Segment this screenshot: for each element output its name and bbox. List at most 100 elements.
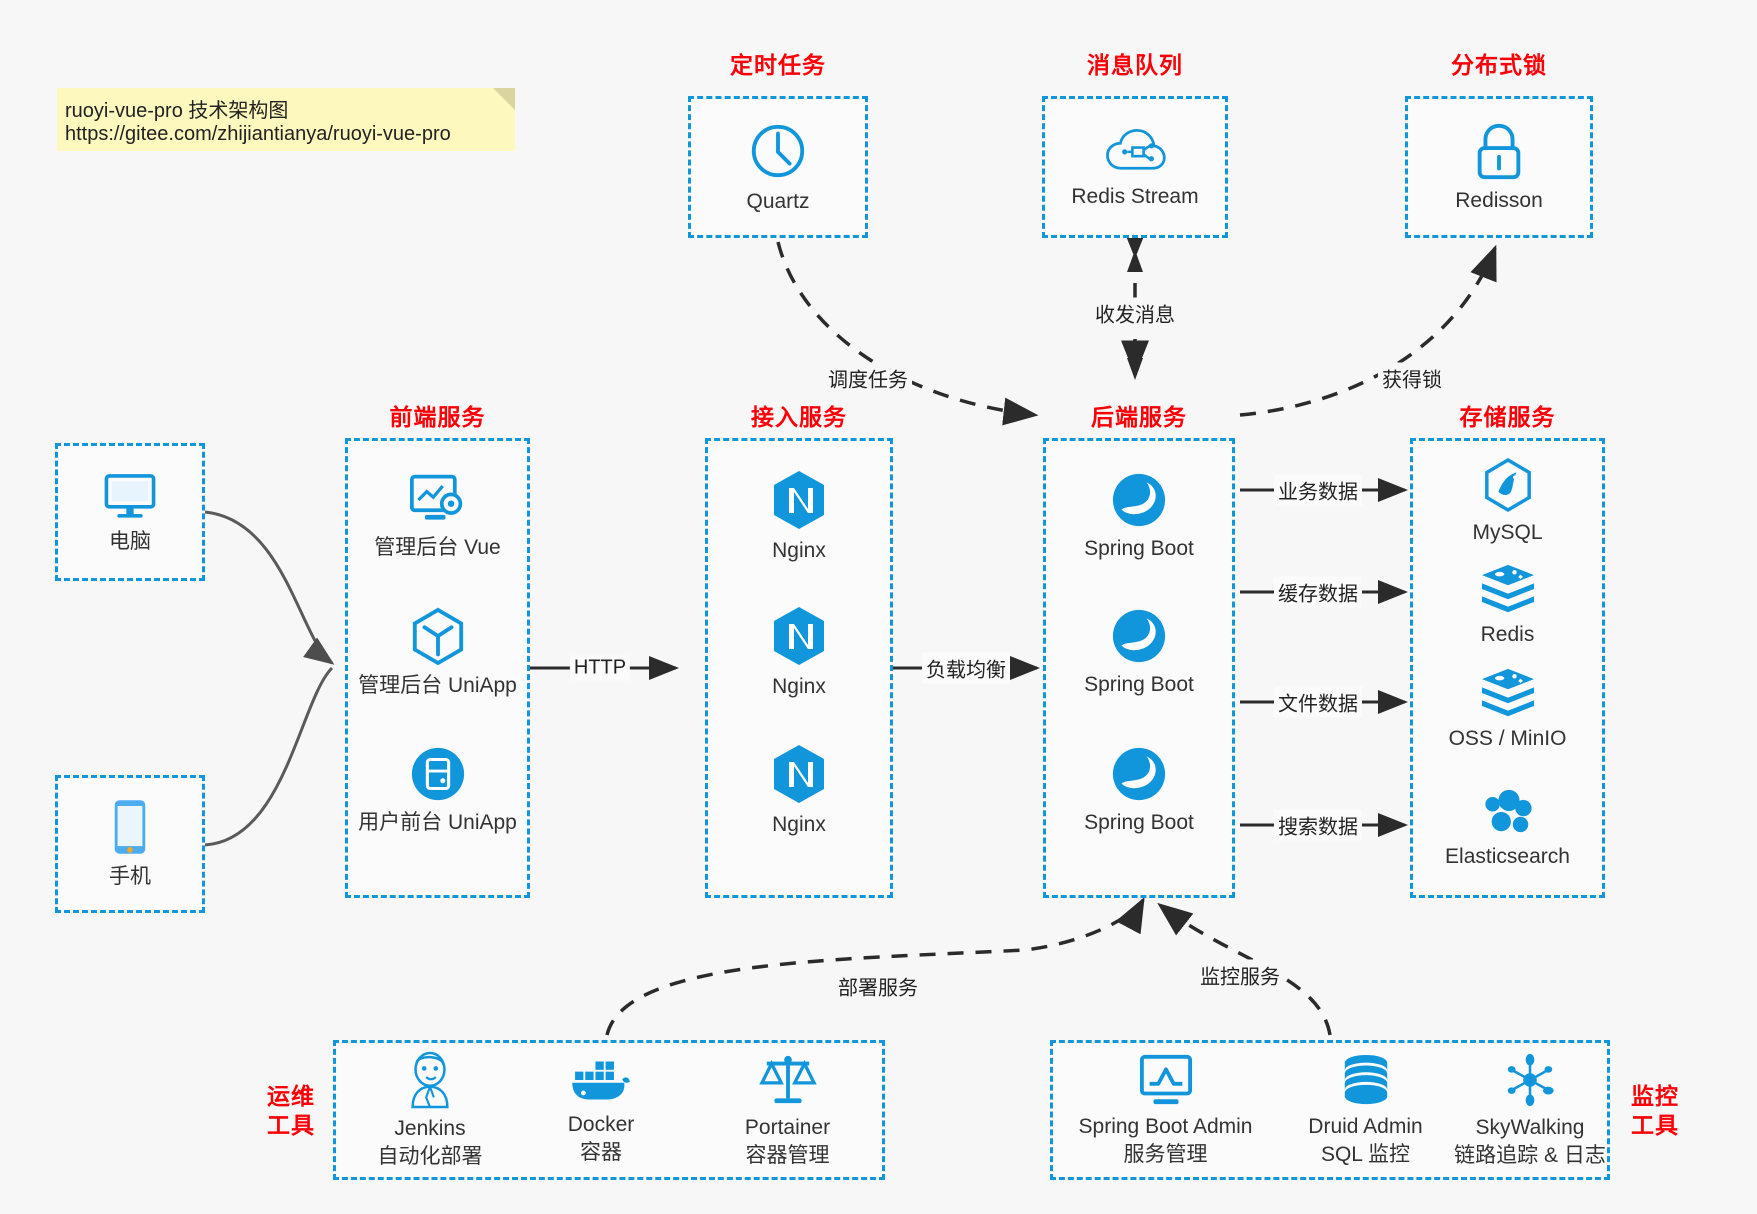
node-phone[interactable]: 手机 <box>55 782 205 906</box>
dashboard-icon <box>409 474 462 520</box>
cloud-stream-icon <box>1106 128 1166 170</box>
group-box-storage <box>1410 438 1605 898</box>
node-label: Redis <box>1480 622 1535 646</box>
node-admin-uniapp[interactable]: 管理后台 UniApp <box>345 598 530 708</box>
node-redisson[interactable]: Redisson <box>1405 104 1593 232</box>
node-spring-boot-admin[interactable]: Spring Boot Admin 服务管理 <box>1058 1050 1273 1172</box>
redis-icon <box>1481 564 1534 613</box>
node-label: Quartz <box>746 189 810 213</box>
node-label: Portainer <box>744 1115 831 1139</box>
edge-label-schedule-task: 调度任务 <box>824 362 912 394</box>
node-label: MySQL <box>1472 520 1543 544</box>
scales-icon <box>758 1055 817 1103</box>
group-title-scheduler: 定时任务 <box>730 52 826 78</box>
node-label: Spring Boot <box>1084 672 1194 696</box>
node-label: Nginx <box>772 538 826 562</box>
node-nginx-2[interactable]: Nginx <box>705 598 893 708</box>
docker-icon <box>572 1061 630 1100</box>
node-portainer[interactable]: Portainer 容器管理 <box>700 1050 875 1172</box>
node-label: Nginx <box>772 812 826 836</box>
node-label: 手机 <box>109 864 151 888</box>
node-sublabel: 容器 <box>580 1141 622 1164</box>
group-title-monitor-line2: 工具 <box>1631 1111 1679 1138</box>
node-label: Redisson <box>1455 188 1543 212</box>
group-title-backend: 后端服务 <box>1091 404 1187 430</box>
node-druid-admin[interactable]: Druid Admin SQL 监控 <box>1278 1050 1453 1172</box>
group-title-lock: 分布式锁 <box>1451 52 1547 78</box>
edge-label-cache-data: 缓存数据 <box>1274 576 1362 608</box>
node-springboot-2[interactable]: Spring Boot <box>1043 598 1235 708</box>
edge-label-business-data: 业务数据 <box>1274 474 1362 506</box>
edge-label-http: HTTP <box>569 655 631 681</box>
spring-icon <box>1112 747 1166 800</box>
node-skywalking[interactable]: SkyWalking 链路追踪 & 日志 <box>1440 1050 1620 1172</box>
node-redis[interactable]: Redis <box>1410 556 1605 656</box>
node-label: Nginx <box>772 674 826 698</box>
node-label: Redis Stream <box>1071 184 1199 208</box>
node-label: Docker <box>567 1112 635 1136</box>
group-box-frontend <box>345 438 530 898</box>
group-box-pc <box>55 443 205 581</box>
nginx-icon <box>774 744 824 803</box>
node-user-uniapp[interactable]: 用户前台 UniApp <box>345 736 530 846</box>
cube-icon <box>412 607 463 666</box>
node-sublabel: 服务管理 <box>1123 1143 1208 1166</box>
nginx-icon <box>774 470 824 529</box>
node-label: Elasticsearch <box>1445 844 1570 868</box>
group-title-monitor: 监控 工具 <box>1622 1082 1688 1140</box>
desktop-icon <box>104 473 156 518</box>
group-title-gateway: 接入服务 <box>751 404 847 430</box>
node-admin-vue[interactable]: 管理后台 Vue <box>345 462 530 572</box>
group-title-mq: 消息队列 <box>1087 52 1183 78</box>
edge-label-acquire-lock: 获得锁 <box>1378 362 1446 394</box>
edge-label-deploy-service: 部署服务 <box>834 970 922 1002</box>
node-label: Druid Admin <box>1308 1114 1423 1138</box>
node-sublabel: 自动化部署 <box>377 1145 483 1168</box>
node-label: SkyWalking <box>1475 1115 1585 1139</box>
edge-label-monitor-service: 监控服务 <box>1196 959 1284 991</box>
group-title-devops: 运维 工具 <box>258 1082 324 1140</box>
nginx-icon <box>774 606 824 665</box>
note-fold-corner <box>493 88 515 110</box>
group-title-frontend: 前端服务 <box>389 404 486 430</box>
node-springboot-1[interactable]: Spring Boot <box>1043 462 1235 572</box>
jenkins-icon <box>411 1051 449 1108</box>
node-label: 管理后台 Vue <box>374 535 501 559</box>
node-label: Spring Boot <box>1084 536 1194 560</box>
node-nginx-1[interactable]: Nginx <box>705 462 893 572</box>
node-label: 用户前台 UniApp <box>358 810 517 834</box>
group-box-scheduler <box>688 96 868 238</box>
group-box-monitor <box>1050 1040 1610 1180</box>
note-line-1: ruoyi-vue-pro 技术架构图 <box>65 100 289 122</box>
node-redis-stream[interactable]: Redis Stream <box>1042 104 1228 232</box>
node-pc[interactable]: 电脑 <box>55 450 205 574</box>
edge-label-search-data: 搜索数据 <box>1274 809 1362 841</box>
node-springboot-3[interactable]: Spring Boot <box>1043 736 1235 846</box>
edge-label-load-balance: 负载均衡 <box>922 652 1010 684</box>
node-label: 电脑 <box>109 529 151 553</box>
group-title-monitor-line1: 监控 <box>1631 1083 1679 1109</box>
note-line-2: https://gitee.com/zhijiantianya/ruoyi-vu… <box>65 123 451 145</box>
node-label: Jenkins <box>394 1116 466 1140</box>
node-docker[interactable]: Docker 容器 <box>516 1050 686 1172</box>
sticky-note: ruoyi-vue-pro 技术架构图 https://gitee.com/zh… <box>57 88 515 151</box>
redis-icon <box>1481 668 1534 717</box>
group-title-devops-line2: 工具 <box>267 1111 315 1138</box>
mysql-icon <box>1484 457 1531 512</box>
node-label: Spring Boot Admin <box>1078 1114 1253 1138</box>
node-elasticsearch[interactable]: Elasticsearch <box>1410 778 1605 878</box>
edge-label-send-receive-msg: 收发消息 <box>1091 297 1179 329</box>
node-sublabel: 链路追踪 & 日志 <box>1454 1144 1606 1167</box>
node-nginx-3[interactable]: Nginx <box>705 736 893 846</box>
node-jenkins[interactable]: Jenkins 自动化部署 <box>345 1050 515 1172</box>
node-oss-minio[interactable]: OSS / MinIO <box>1410 660 1605 760</box>
node-quartz[interactable]: Quartz <box>688 104 868 232</box>
node-sublabel: SQL 监控 <box>1320 1143 1411 1166</box>
node-mysql[interactable]: MySQL <box>1410 452 1605 552</box>
monitor-chart-icon <box>1139 1054 1192 1104</box>
network-nodes-icon <box>1507 1053 1554 1106</box>
node-label: 管理后台 UniApp <box>358 673 517 697</box>
database-icon <box>1344 1054 1387 1104</box>
edge-label-file-data: 文件数据 <box>1274 686 1362 718</box>
